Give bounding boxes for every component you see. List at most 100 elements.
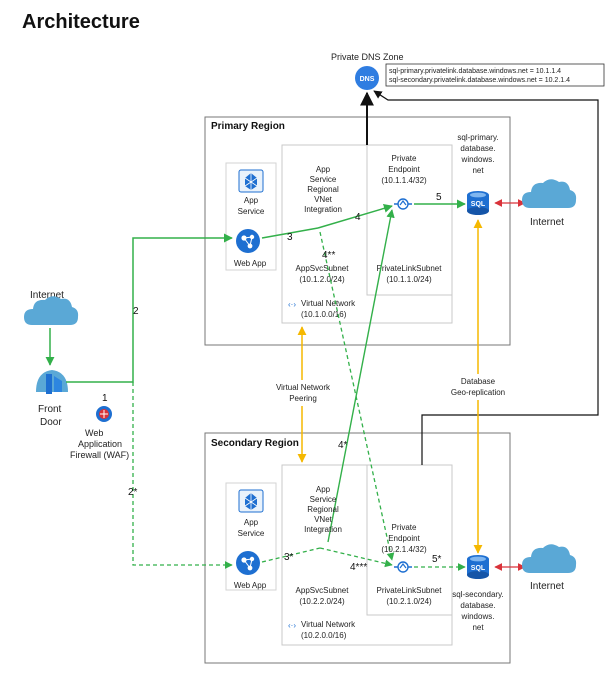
secondary-vnet-label: Virtual Network [301,620,356,629]
secondary-app-service-icon [238,489,264,513]
secondary-privatelink-subnet-cidr: (10.2.1.0/24) [386,597,432,606]
dns-record-secondary: sql-secondary.privatelink.database.windo… [389,77,570,84]
secondary-app-service-box [225,482,277,591]
secondary-vnet-cidr: (10.2.0.0/16) [301,631,347,640]
primary-vnet-label: Virtual Network [301,299,356,308]
secondary-integration-label-3: Regional [307,505,339,514]
front-door-icon [36,370,68,394]
secondary-web-app-label: Web App [234,581,267,590]
dns-zone-label: Private DNS Zone [331,52,404,62]
primary-vnet-cidr: (10.1.0.0/16) [301,310,347,319]
secondary-private-endpoint-icon [393,561,413,573]
primary-integration-label-4: VNet [314,195,333,204]
flow-4sss-line [319,547,393,568]
secondary-privatelink-subnet-label: PrivateLinkSubnet [377,586,443,595]
flow-4sss-label: 4*** [350,562,367,573]
internet-right-bottom-label: Internet [530,581,564,592]
flow-4-label: 4 [355,212,361,223]
secondary-sql-host-3: windows. [461,612,495,621]
secondary-web-app-icon [235,550,261,576]
primary-privatelink-subnet-label: PrivateLinkSubnet [377,264,443,273]
internet-right-bottom-cloud-icon [522,544,577,573]
internet-right-top-label: Internet [530,217,564,228]
flow-5s-label: 5* [432,554,442,565]
peering-label-2: Peering [289,394,317,403]
waf-label-3: Firewall (WAF) [70,450,129,460]
georep-label-2: Geo-replication [451,388,505,397]
secondary-app-service-label-1: App [244,518,259,527]
primary-privatelink-subnet-box [366,144,453,296]
peering-label-1: Virtual Network [276,383,331,392]
secondary-to-dns-line [373,90,599,465]
waf-number: 1 [102,393,108,404]
secondary-appsvc-subnet-cidr: (10.2.2.0/24) [299,597,345,606]
flow-2s-label: 2* [128,487,138,498]
primary-sql-host-2: database. [460,144,495,153]
dns-record-primary: sql-primary.privatelink.database.windows… [389,68,561,75]
secondary-app-service-label-2: Service [238,529,265,538]
flow-3-line [261,227,319,239]
flow-3-label: 3 [287,232,293,243]
secondary-vnet-icon: ‹·› [288,621,296,630]
internet-right-top-cloud-icon [522,179,577,208]
flow-5-label: 5 [436,192,442,203]
flow-4s-label: 4* [338,440,348,451]
primary-app-service-label-1: App [244,196,259,205]
georep-label-bg [440,374,516,400]
flow-4s-line [327,209,395,543]
primary-sql-host-3: windows. [461,155,495,164]
flow-4ss-label: 4** [322,250,335,261]
secondary-region-box [204,432,511,664]
page-title: Architecture [22,11,140,33]
front-door-label-2: Door [40,417,62,428]
primary-app-service-label-2: Service [238,207,265,216]
primary-pe-label-1: Private [392,154,417,163]
primary-app-service-icon [238,169,264,193]
primary-integration-label-1: App [316,165,331,174]
flow-2s-line [132,382,233,569]
secondary-region-title: Secondary Region [211,438,299,449]
primary-integration-label-2: Service [310,175,337,184]
secondary-pe-label-2: Endpoint [388,534,420,543]
secondary-integration-label-4: VNet [314,515,333,524]
peering-label-bg [268,380,340,406]
primary-appsvc-subnet-label: AppSvcSubnet [296,264,350,273]
secondary-sql-host-4: net [472,623,484,632]
secondary-integration-label-1: App [316,485,331,494]
secondary-pe-label-3: (10.2.1.4/32) [381,545,427,554]
secondary-sql-icon-text: SQL [471,565,486,572]
primary-vnet-icon: ‹·› [288,300,296,309]
primary-region-box [204,116,511,346]
primary-private-endpoint-icon [393,198,413,210]
flow-4-line [317,203,393,229]
primary-sql-icon-text: SQL [471,201,486,208]
primary-privatelink-subnet-cidr: (10.1.1.0/24) [386,275,432,284]
flow-3s-label: 3* [284,552,294,563]
dns-icon-text: DNS [360,76,375,83]
dns-icon [355,66,379,90]
secondary-integration-label-5: Integration [304,525,342,534]
secondary-privatelink-subnet-box [366,464,453,616]
waf-icon [96,406,112,422]
secondary-sql-host-1: sql-secondary. [452,590,503,599]
primary-sql-host-4: net [472,166,484,175]
secondary-integration-label-2: Service [310,495,337,504]
primary-pe-label-3: (10.1.1.4/32) [381,176,427,185]
primary-pe-label-2: Endpoint [388,165,420,174]
primary-integration-label-3: Regional [307,185,339,194]
primary-app-service-box [225,162,277,271]
flow-2-label: 2 [133,306,139,317]
waf-label-1: Web [85,428,103,438]
front-door-label-1: Front [38,404,62,415]
dns-records-box [385,63,605,87]
primary-sql-host-1: sql-primary. [457,133,498,142]
secondary-sql-host-2: database. [460,601,495,610]
flow-3s-line [261,547,321,563]
primary-web-app-icon [235,228,261,254]
primary-appsvc-subnet-cidr: (10.1.2.0/24) [299,275,345,284]
waf-label-2: Application [78,439,122,449]
secondary-pe-label-1: Private [392,523,417,532]
georep-label-1: Database [461,377,496,386]
primary-region-title: Primary Region [211,121,285,132]
